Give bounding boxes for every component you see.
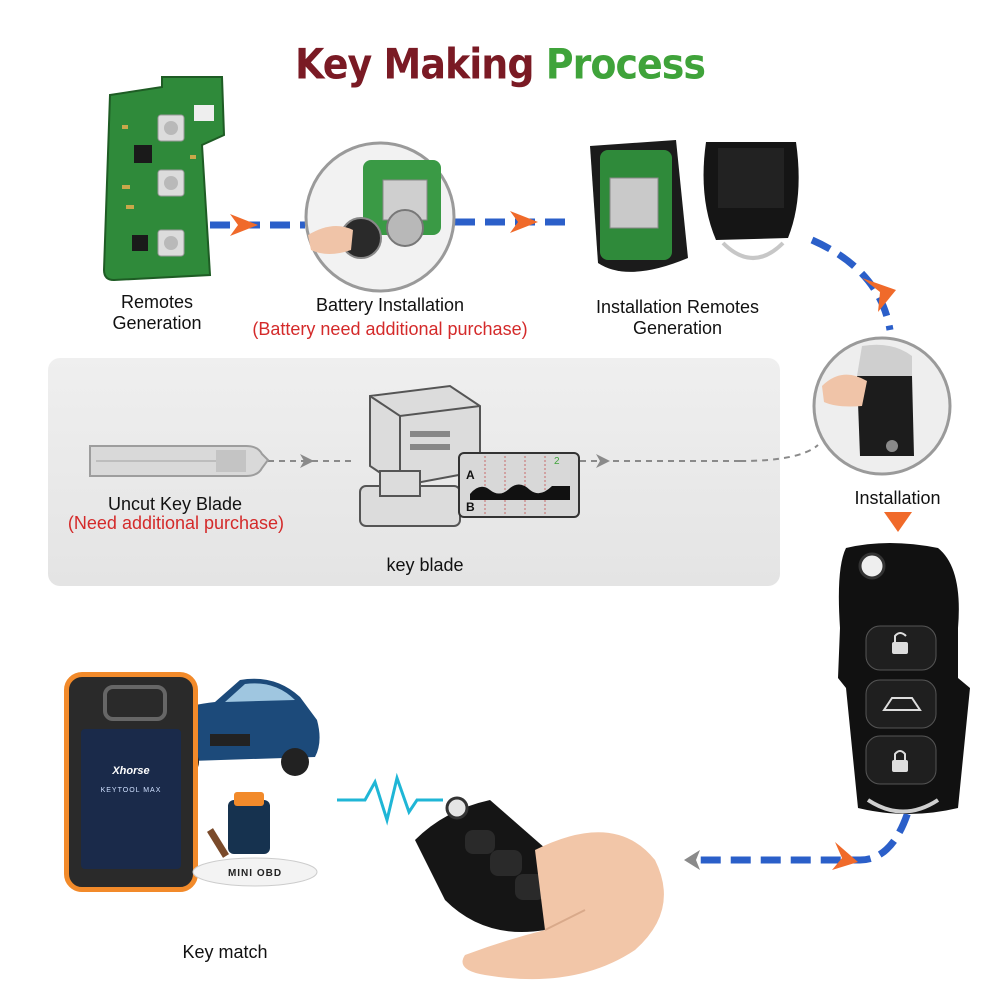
- arrowhead-1: [230, 214, 258, 236]
- remotes-generation-caption: Remotes Generation: [112, 292, 202, 333]
- installation-image: [812, 336, 952, 476]
- uncut-key-blade-image: [89, 445, 270, 477]
- key-match-caption: Key match: [182, 942, 268, 962]
- battery-installation-caption: Battery Installation: [315, 295, 465, 315]
- installation-remotes-caption: Installation Remotes Generation: [595, 297, 760, 338]
- key-cutting-machine-image: [359, 384, 481, 527]
- open-remote-shells-image: [590, 140, 799, 272]
- unlock-icon: [892, 632, 908, 654]
- flow-line-3: [810, 236, 894, 331]
- cut-label-b: B: [466, 500, 475, 514]
- key-cut-profile: [470, 456, 570, 514]
- arrowhead-3: [862, 278, 896, 312]
- uncut-key-blade-note: (Need additional purchase): [67, 513, 285, 533]
- keytool-device: Xhorse KEYTOOL MAX: [64, 672, 198, 892]
- installation-caption: Installation: [854, 488, 941, 508]
- device-handle: [103, 685, 167, 721]
- arrowhead-blade-2: [596, 454, 610, 468]
- page-title: Key Making Process: [0, 40, 1000, 88]
- key-cutting-window: A B 2: [458, 452, 580, 518]
- key-blade-caption: key blade: [386, 555, 464, 575]
- mini-obd-image: [192, 792, 318, 887]
- device-model: KEYTOOL MAX: [100, 787, 162, 794]
- battery-installation-image: [304, 141, 456, 293]
- device-brand: Xhorse: [112, 765, 150, 777]
- title-word-key-making: Key Making: [294, 39, 535, 89]
- mini-obd-label: MINI OBD: [227, 868, 283, 879]
- arrowhead-5: [832, 842, 858, 870]
- signal-wave: [337, 772, 443, 826]
- arrowhead-6: [684, 850, 700, 870]
- arrowhead-4: [884, 512, 912, 532]
- arrowhead-blade-1: [300, 454, 314, 468]
- finished-flip-key-image: [838, 543, 970, 814]
- key-in-hand-image: [415, 796, 664, 980]
- title-word-process: Process: [545, 39, 706, 89]
- blade-flow-line-3: [739, 444, 819, 462]
- cut-tick-label: 2: [554, 456, 560, 467]
- trunk-icon: [882, 697, 922, 711]
- uncut-key-blade-caption: Uncut Key Blade: [107, 494, 243, 514]
- cut-label-a: A: [466, 468, 475, 482]
- arrowhead-2: [510, 211, 538, 233]
- remote-pcb-image: [102, 76, 226, 282]
- battery-note: (Battery need additional purchase): [252, 319, 528, 339]
- lock-icon: [892, 750, 908, 772]
- device-screen: Xhorse KEYTOOL MAX: [81, 729, 181, 869]
